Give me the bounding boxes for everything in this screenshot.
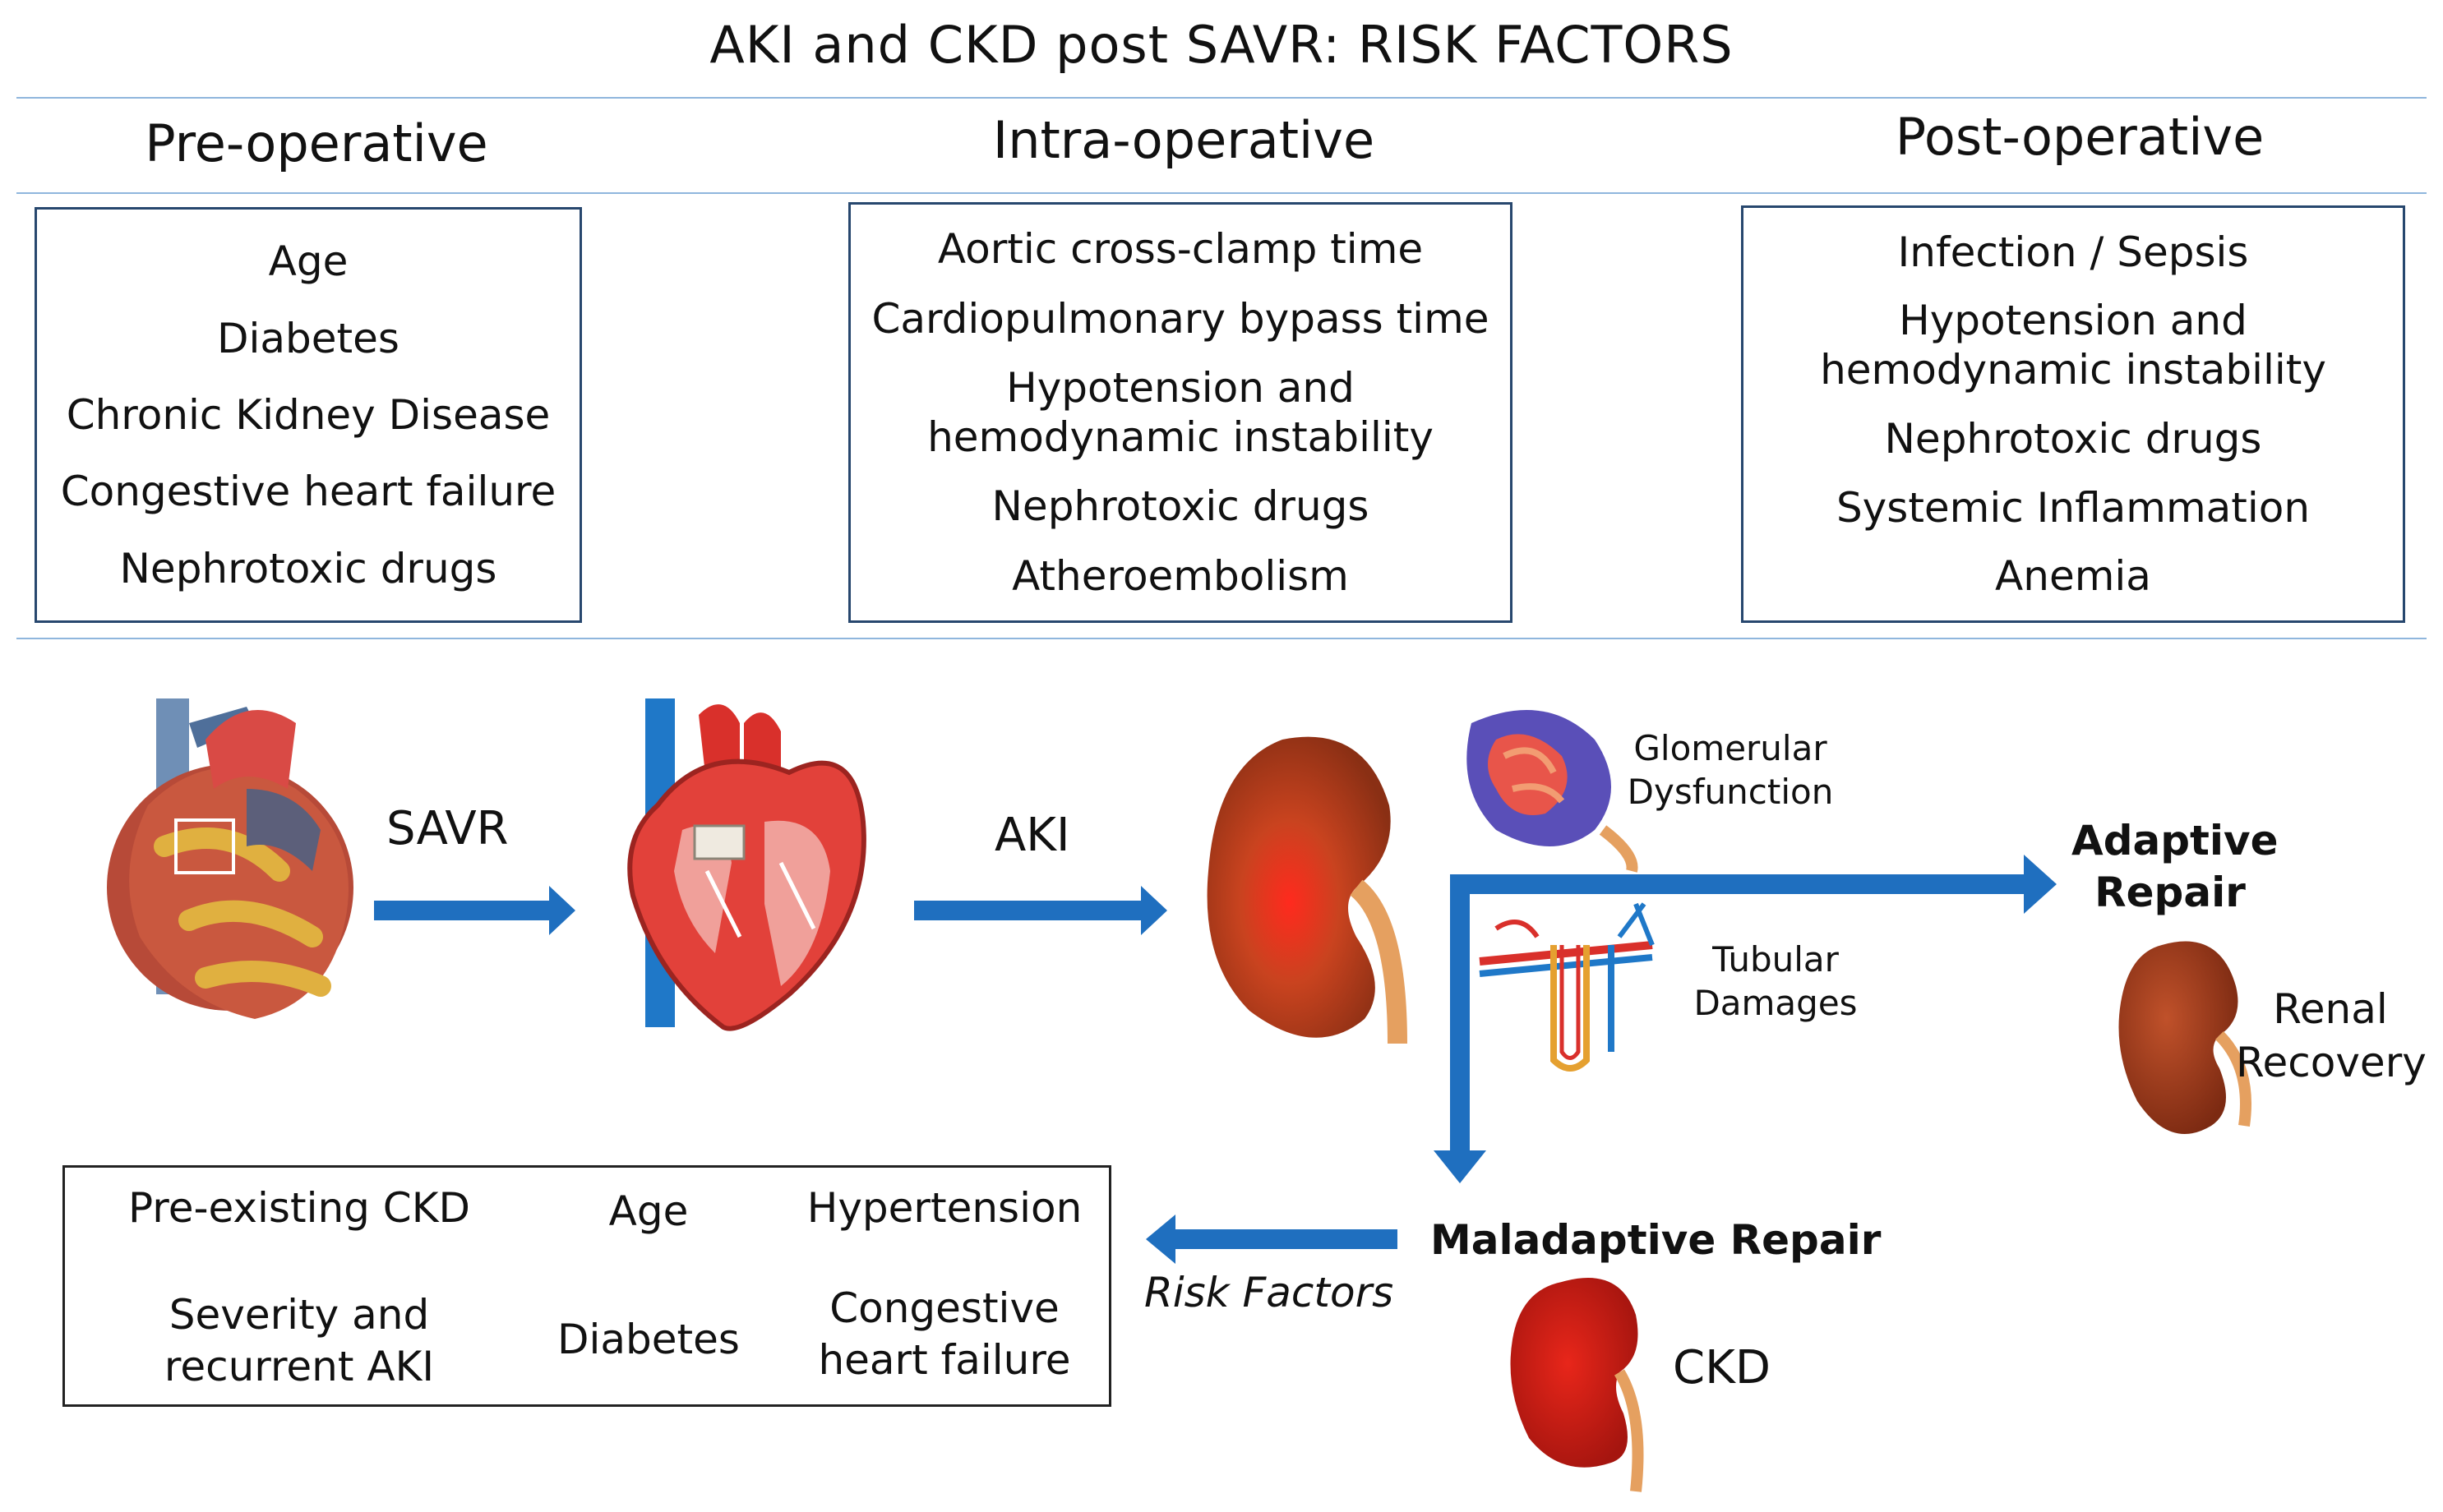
risk-item: Infection / Sepsis <box>1897 228 2249 276</box>
arrow-aki <box>914 886 1167 935</box>
pre-operative-box: Age Diabetes Chronic Kidney Disease Cong… <box>35 207 582 623</box>
glomerulus-icon <box>1466 710 1638 873</box>
risk-item: Systemic Inflammation <box>1836 483 2311 532</box>
risk-factors-label: Risk Factors <box>1144 1269 1394 1316</box>
risk-item: Hypotension and hemodynamic instability <box>1820 297 2326 394</box>
risk-item: Congestive heart failure <box>60 468 556 516</box>
risk-item: Hypertension <box>806 1184 1083 1232</box>
phase-rule <box>16 192 2427 194</box>
kidney-aki-icon <box>1207 736 1407 1044</box>
savr-label: SAVR <box>386 802 509 855</box>
risk-item: Congestive heart failure <box>818 1284 1071 1384</box>
risk-item: Age <box>268 237 349 286</box>
risk-item: Age <box>608 1187 689 1235</box>
arrow-adaptive <box>1434 855 2057 1183</box>
risk-item: Aortic cross-clamp time <box>937 225 1424 274</box>
recovery-label: Renal Recovery <box>2236 985 2427 1086</box>
arrow-savr <box>374 886 575 935</box>
heart-exterior-icon <box>107 698 353 1019</box>
adaptive-label: Adaptive Repair <box>2071 817 2279 916</box>
section-rule <box>16 638 2427 639</box>
post-operative-heading: Post-operative <box>1895 107 2265 167</box>
risk-item: Nephrotoxic drugs <box>119 544 497 592</box>
heart-cross-section-icon <box>627 698 866 1031</box>
diagram-title: AKI and CKD post SAVR: RISK FACTORS <box>709 15 1734 75</box>
kidney-ckd-icon <box>1510 1278 1644 1492</box>
risk-item: Hypotension and hemodynamic instability <box>927 363 1434 461</box>
intra-operative-heading: Intra-operative <box>992 110 1375 170</box>
tubule-icon <box>1479 902 1655 1072</box>
ckd-risk-box: Pre-existing CKD Age Hypertension Severi… <box>62 1165 1111 1407</box>
aki-label: AKI <box>995 809 1070 862</box>
risk-item: Severity and recurrent AKI <box>164 1291 435 1390</box>
risk-item: Nephrotoxic drugs <box>991 482 1369 531</box>
ckd-label: CKD <box>1673 1341 1771 1394</box>
tubular-label: Tubular Damages <box>1693 939 1858 1023</box>
risk-item: Cardiopulmonary bypass time <box>871 294 1489 343</box>
intra-operative-box: Aortic cross-clamp time Cardiopulmonary … <box>848 202 1512 623</box>
risk-item: Anemia <box>1995 552 2151 601</box>
risk-item: Diabetes <box>557 1316 740 1363</box>
arrow-risk-factors <box>1146 1215 1397 1264</box>
maladaptive-label: Maladaptive Repair <box>1430 1216 1882 1264</box>
risk-item: Chronic Kidney Disease <box>66 390 551 439</box>
risk-item: Atheroembolism <box>1012 551 1349 600</box>
top-rule <box>16 97 2427 99</box>
post-operative-box: Infection / Sepsis Hypotension and hemod… <box>1741 205 2405 623</box>
risk-item: Nephrotoxic drugs <box>1884 414 2262 463</box>
glomerular-label: Glomerular Dysfunction <box>1627 728 1834 812</box>
kidney-healthy-icon <box>2118 941 2251 1134</box>
pre-operative-heading: Pre-operative <box>145 113 488 173</box>
risk-item: Diabetes <box>217 314 399 362</box>
risk-item: Pre-existing CKD <box>128 1184 470 1232</box>
